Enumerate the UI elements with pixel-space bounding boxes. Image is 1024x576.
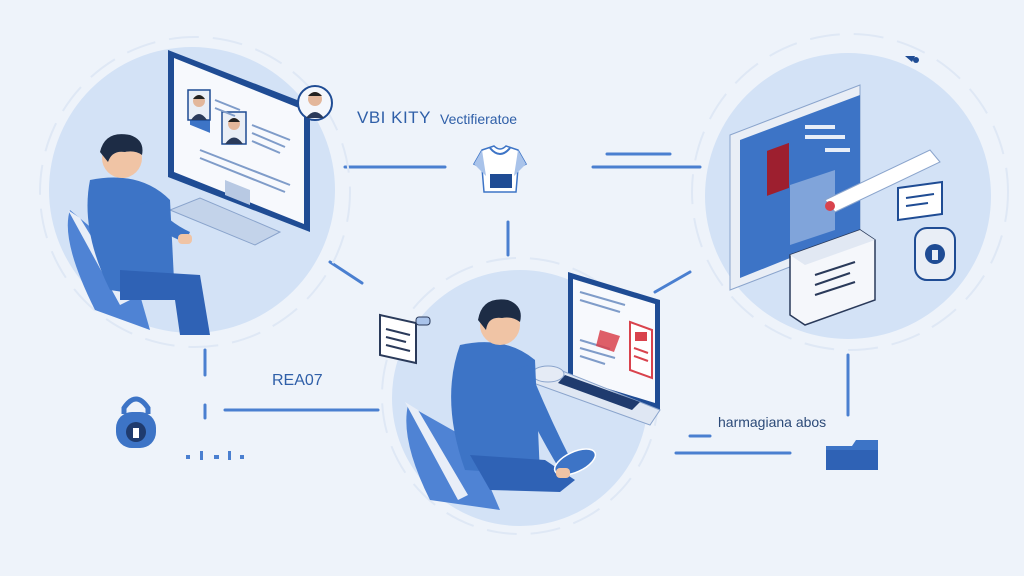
center-scene (379, 257, 661, 535)
small-dots (186, 451, 244, 460)
padlock-device-icon (914, 227, 956, 281)
data-panel (729, 84, 861, 291)
small-card (897, 180, 943, 222)
left-monitor (168, 50, 310, 246)
read-label: REA07 (272, 372, 323, 389)
lock-icon (116, 396, 156, 448)
right-caption: harmagiana abos (718, 414, 827, 430)
profile-photo-1 (187, 89, 211, 121)
right-scene (691, 33, 1009, 351)
connector-lines (203, 152, 850, 455)
diagram-subtitle: Vectifieratoe (440, 111, 518, 127)
diagram-title: VBI KITY (357, 108, 431, 127)
person-left (87, 134, 210, 335)
document-icon (379, 313, 431, 365)
floating-avatar (297, 85, 333, 121)
left-scene (39, 36, 351, 348)
folder-icon (826, 440, 878, 470)
person-center (451, 299, 597, 492)
corner-icon (905, 56, 919, 63)
center-laptop (523, 272, 661, 426)
storage-box (789, 229, 876, 326)
profile-photo-2 (221, 111, 247, 145)
shirt-icon (472, 145, 528, 193)
id-card-icon (629, 320, 653, 380)
